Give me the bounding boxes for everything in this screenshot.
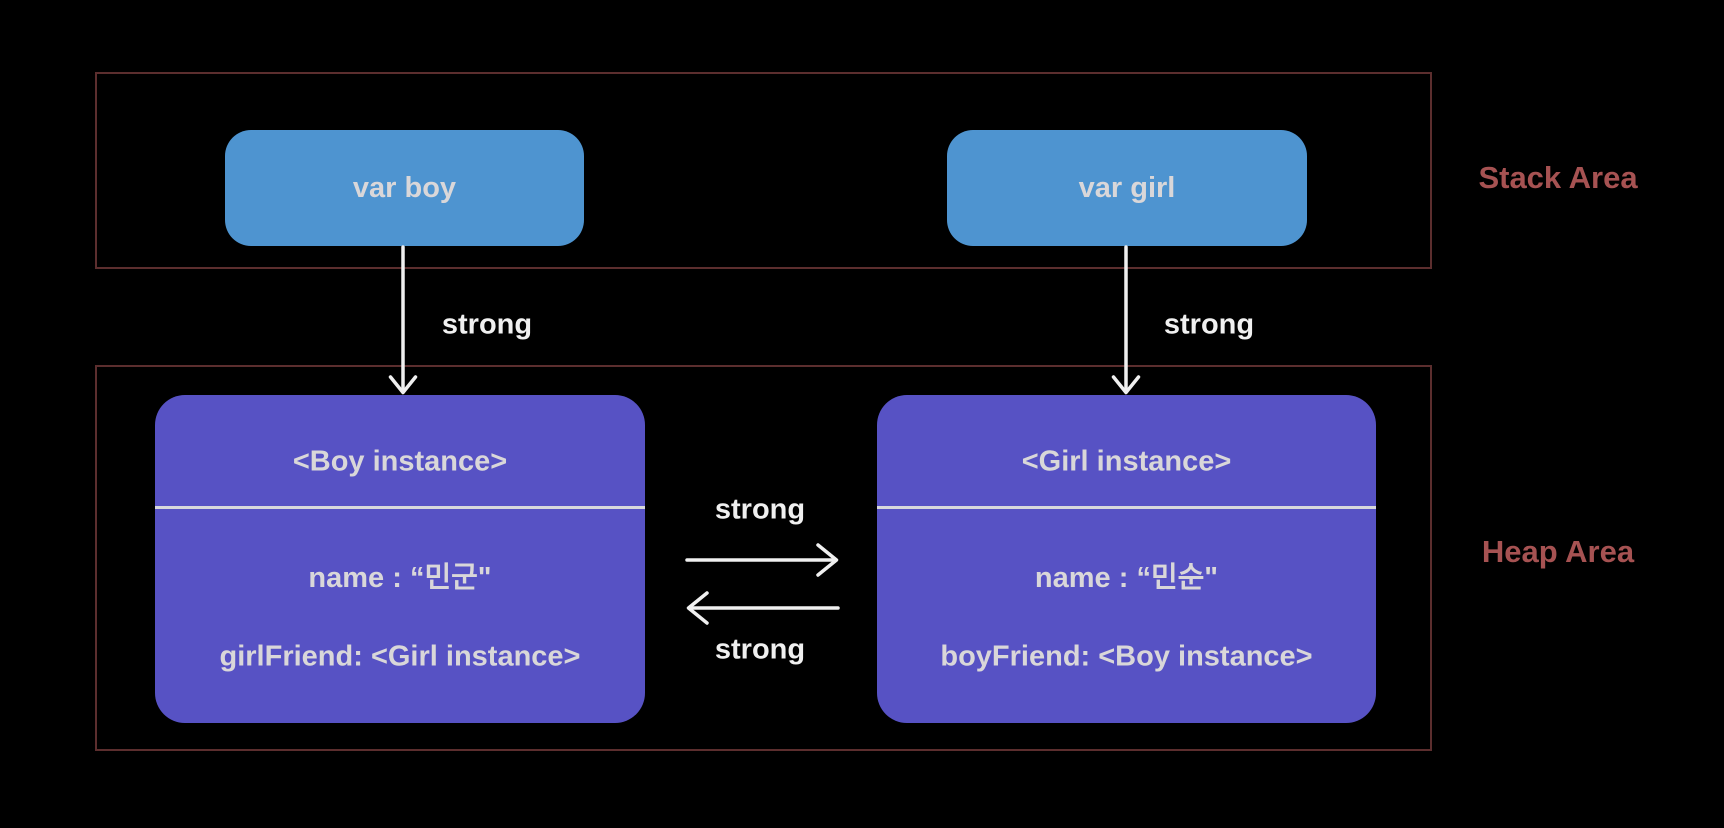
var-girl-label: var girl [1078,171,1176,204]
var-girl-node: var girl [947,130,1307,246]
stack-area-label: Stack Area [1478,160,1638,195]
girl-instance-boyfriend-field: boyFriend: <Boy instance> [940,640,1313,673]
boy-instance-divider [155,506,645,509]
var-girl-strong-label: strong [1163,308,1255,341]
var-boy-label: var boy [352,171,457,204]
heap-area-label: Heap Area [1481,534,1635,569]
boy-instance-name-field: name : “민군" [308,562,492,594]
girl-instance-name-field: name : “민순" [1034,562,1219,594]
girl-to-boy-strong-label: strong [714,633,806,666]
boy-instance-title: <Boy instance> [292,445,508,478]
boy-instance-girlfriend-field: girlFriend: <Girl instance> [219,640,581,673]
heap-area-box [95,365,1432,751]
var-boy-strong-label: strong [441,308,533,341]
boy-to-girl-strong-label: strong [714,493,806,526]
stack-area-box [95,72,1432,269]
girl-instance-divider [877,506,1376,509]
var-boy-node: var boy [225,130,584,246]
girl-instance-title: <Girl instance> [1021,445,1232,478]
girl-instance-node: <Girl instance> name : “민순" boyFriend: <… [877,395,1376,723]
boy-instance-node: <Boy instance> name : “민군" girlFriend: <… [155,395,645,723]
